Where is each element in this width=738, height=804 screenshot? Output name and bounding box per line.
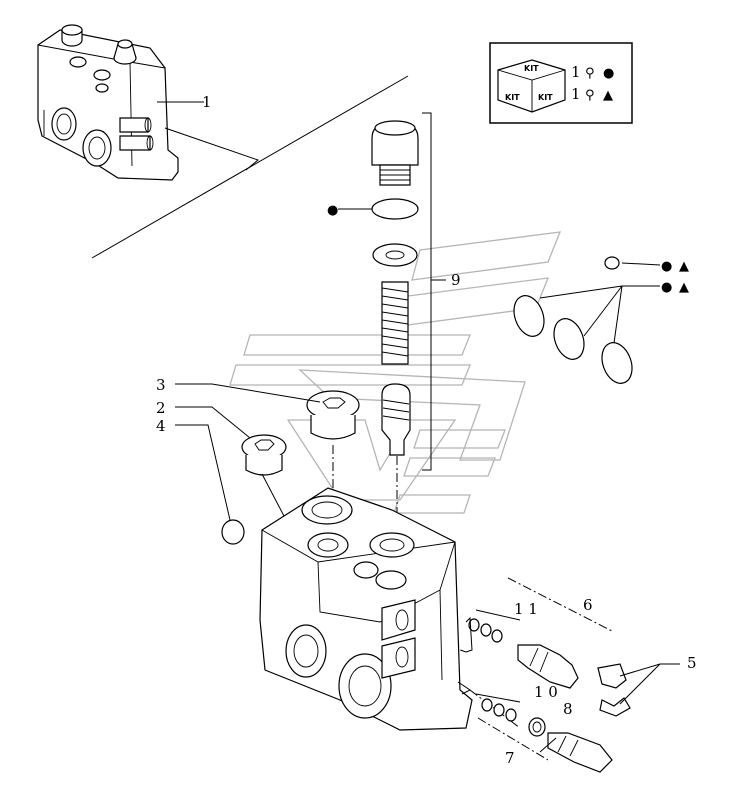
plug-2	[241, 434, 287, 476]
kit-left-label: KIT	[505, 93, 520, 102]
marker-triangle-row1: ▲	[679, 259, 689, 274]
valve-body	[259, 487, 473, 731]
callout-7: 7	[505, 749, 515, 767]
section-divider	[91, 75, 409, 259]
watermark-logo	[229, 231, 562, 514]
callout-2: 2	[156, 399, 166, 417]
spool	[381, 383, 411, 456]
callout-4: 4	[156, 417, 166, 435]
marker-dot-row2: ●	[661, 280, 672, 295]
kit-row-2-qty: 1	[571, 85, 581, 103]
loose-o-rings	[513, 256, 661, 384]
spring	[381, 281, 409, 365]
callout-10: 1 0	[534, 683, 558, 701]
plug-4	[221, 519, 245, 545]
marker-dot-row1: ●	[661, 259, 672, 274]
o-ring-cap	[371, 198, 419, 220]
callout-8: 8	[563, 700, 573, 718]
callout-1: 1	[202, 93, 212, 111]
spool-cap	[371, 120, 419, 186]
callout-5: 5	[687, 654, 697, 672]
kit-legend-box: KIT KIT KIT 1 ⚲ ● 1 ⚲ ▲	[489, 42, 633, 124]
centerline-port-lower	[469, 689, 521, 729]
bracket-9	[422, 112, 446, 471]
callout-11: 1 1	[514, 600, 538, 618]
relief-valve-upper	[468, 618, 579, 689]
kit-top-label: KIT	[524, 64, 539, 73]
callout-3: 3	[156, 376, 166, 394]
bracket-port-lower	[457, 681, 549, 761]
marker-triangle-row2: ▲	[679, 280, 689, 295]
kit-row-2-marker: ▲	[603, 88, 613, 103]
spring-seat-washer	[372, 243, 418, 267]
kit-row-1-marker: ●	[603, 66, 614, 81]
callout-9: 9	[451, 271, 461, 289]
reference-valve-assembly	[37, 24, 204, 181]
kit-row-1-tool-icon: ⚲	[585, 66, 595, 81]
marker-dot-cap-oring: ●	[327, 203, 338, 218]
relief-valve-lower	[481, 698, 613, 773]
bracket-port-upper	[465, 577, 615, 653]
kit-right-label: KIT	[538, 93, 553, 102]
clips-5	[597, 663, 631, 717]
leader-lines	[175, 383, 680, 753]
kit-row-1-qty: 1	[571, 63, 581, 81]
plug-3	[306, 390, 360, 440]
kit-row-2-tool-icon: ⚲	[585, 88, 595, 103]
callout-6: 6	[583, 596, 593, 614]
